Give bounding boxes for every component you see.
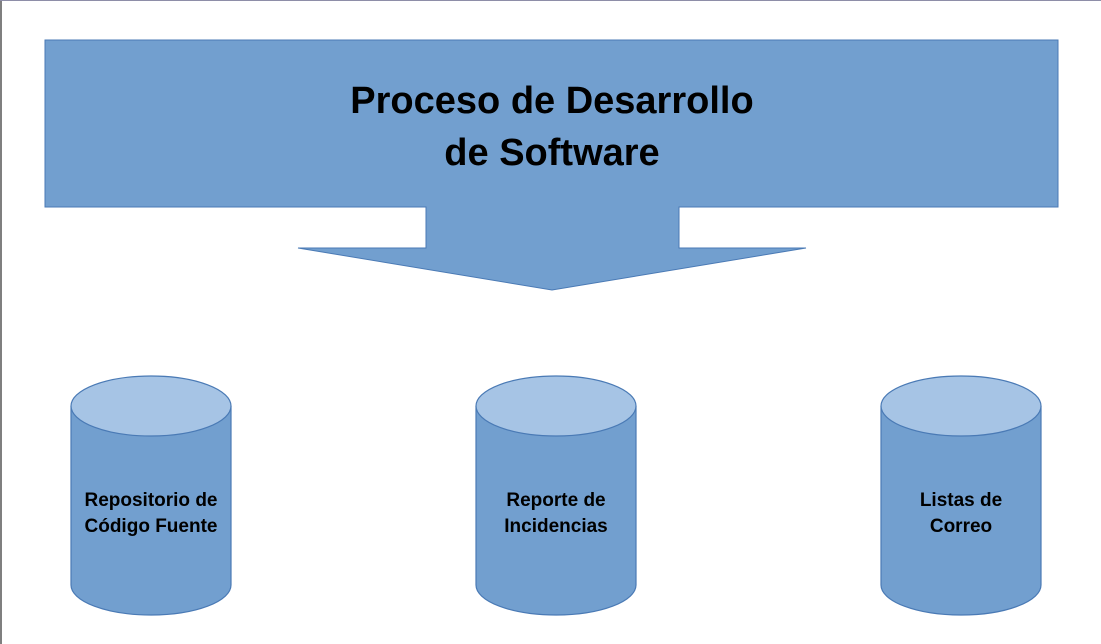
title-line-1: Proceso de Desarrollo <box>350 80 753 122</box>
database-source-repository[interactable]: Repositorio de Código Fuente <box>70 375 232 616</box>
database-label-line-1: Repositorio de <box>84 490 217 511</box>
database-mailing-lists[interactable]: Listas de Correo <box>880 375 1042 616</box>
cylinder-database-icon <box>70 406 232 616</box>
cylinder-database-icon <box>475 406 637 616</box>
cylinder-top <box>880 375 1042 437</box>
cylinder-database-icon <box>880 406 1042 616</box>
database-issue-tracker[interactable]: Reporte de Incidencias <box>475 375 637 616</box>
cylinder-top <box>475 375 637 437</box>
title-line-2: de Software <box>444 132 659 174</box>
title-callout[interactable]: Proceso de Desarrollo de Software <box>44 39 1059 291</box>
database-label-line-2: Código Fuente <box>85 516 218 537</box>
cylinder-top <box>70 375 232 437</box>
database-label-line-1: Reporte de <box>506 490 605 511</box>
database-label-line-2: Correo <box>930 516 992 537</box>
database-label-line-1: Listas de <box>920 490 1002 511</box>
arrow-callout-down-icon <box>44 39 1059 291</box>
database-label-line-2: Incidencias <box>504 516 608 537</box>
frame-border-left <box>0 0 2 644</box>
frame-border-top <box>0 0 1101 1</box>
